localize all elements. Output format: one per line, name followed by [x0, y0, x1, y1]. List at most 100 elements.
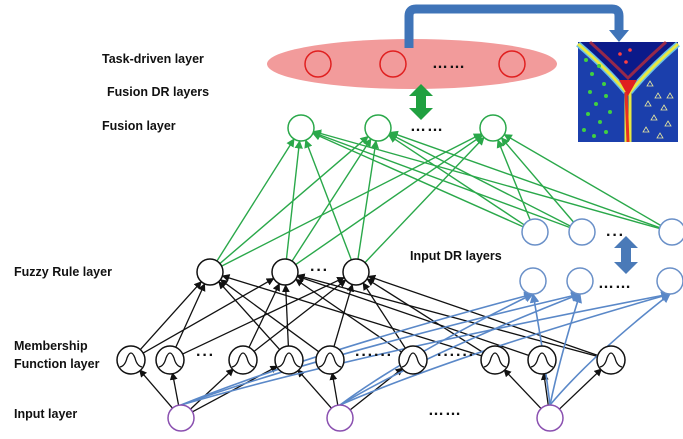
black-edge: [282, 284, 290, 348]
input-dr-double-arrow-icon: [614, 236, 638, 274]
task-node: [304, 50, 332, 78]
bell-curve-icon: [599, 352, 623, 368]
black-edges: [138, 273, 603, 413]
membership-function-nodes: [116, 345, 626, 375]
black-edge: [181, 276, 345, 356]
black-edge: [333, 283, 355, 348]
heatmap-triangle-point: [656, 132, 664, 139]
heatmap-triangle-point: [666, 92, 674, 99]
bell-curve-icon: [318, 352, 342, 368]
fuzzy-rule-layer-label: Fuzzy Rule layer: [14, 265, 112, 279]
green-edge: [496, 139, 531, 221]
green-edge: [388, 134, 525, 226]
heatmap-red-point: [618, 52, 622, 56]
green-edge: [221, 133, 483, 267]
fusion-node: [479, 114, 507, 142]
membership-node: [527, 345, 557, 375]
input-dr-node: [658, 218, 683, 246]
membership-ellipsis-1: ···: [196, 347, 215, 364]
membership-node: [228, 345, 258, 375]
fusion-node: [364, 114, 392, 142]
black-edge: [296, 274, 530, 357]
blue-edge: [549, 293, 582, 406]
black-edge: [296, 273, 599, 358]
fuzzy-rule-node: [271, 258, 299, 286]
black-edge: [503, 368, 542, 410]
membership-ellipsis-2: ······: [355, 347, 393, 364]
fusion-layer-ellipsis: ……: [410, 118, 444, 135]
heatmap-green-point: [586, 112, 590, 116]
heatmap-green-point: [602, 82, 606, 86]
input-dr-node: [519, 267, 547, 295]
heatmap-green-point: [592, 134, 596, 138]
input-dr-node: [656, 267, 683, 295]
black-edge: [169, 372, 180, 406]
black-edge: [248, 283, 280, 349]
input-dr-layers-label: Input DR layers: [410, 249, 502, 263]
black-edge: [219, 279, 320, 353]
membership-node: [398, 345, 428, 375]
heatmap-green-point: [582, 128, 586, 132]
black-edge: [367, 274, 599, 357]
green-edge: [312, 132, 524, 228]
black-edge: [558, 368, 603, 410]
input-layer-ellipsis: ……: [428, 402, 462, 419]
heatmap-green-point: [590, 72, 594, 76]
bell-curve-icon: [231, 352, 255, 368]
blue-edge: [180, 290, 671, 406]
membership-node: [596, 345, 626, 375]
fusion-node: [287, 114, 315, 142]
membership-node: [480, 345, 510, 375]
heatmap-triangle-point: [646, 80, 654, 87]
heatmap-green-point: [588, 90, 592, 94]
membership-node: [116, 345, 146, 375]
fusion-dr-layers-label: Fusion DR layers: [107, 85, 209, 99]
blue-edges: [180, 290, 671, 406]
task-driven-nodes: [304, 50, 526, 78]
input-layer-label: Input layer: [14, 407, 77, 421]
input-dr-nodes: [519, 218, 683, 295]
heatmap-triangle-point: [660, 104, 668, 111]
green-edge: [503, 133, 662, 227]
fusion-dr-double-arrow-icon: [409, 84, 433, 120]
bell-curve-icon: [158, 352, 182, 368]
fuzzy-rule-nodes: [196, 258, 370, 286]
black-edge: [297, 369, 332, 409]
bell-curve-icon: [119, 352, 143, 368]
black-edge: [190, 368, 235, 410]
heatmap-green-point: [594, 102, 598, 106]
fusion-layer-label: Fusion layer: [102, 119, 176, 133]
heatmap-green-point: [604, 130, 608, 134]
membership-node: [274, 345, 304, 375]
black-edge: [218, 281, 281, 351]
black-edge: [362, 282, 407, 350]
black-edge: [366, 278, 485, 354]
task-driven-layer-label: Task-driven layer: [102, 52, 204, 66]
bell-curve-icon: [483, 352, 507, 368]
black-edge: [174, 283, 206, 349]
heatmap-green-point: [604, 94, 608, 98]
black-edge: [329, 372, 339, 406]
green-edge: [500, 137, 575, 223]
black-edge: [138, 369, 174, 409]
fusion-nodes: [287, 114, 507, 142]
heatmap-red-point: [628, 48, 632, 52]
task-node: [379, 50, 407, 78]
heatmap-green-point: [598, 120, 602, 124]
input-node: [326, 404, 354, 432]
green-edge: [304, 139, 353, 261]
heatmap-points: [582, 48, 674, 139]
heatmap-triangle-point: [644, 100, 652, 107]
membership-node: [155, 345, 185, 375]
heatmap-green-point: [597, 64, 601, 68]
green-edge: [389, 130, 660, 229]
black-edge: [139, 281, 202, 351]
bell-curve-icon: [530, 352, 554, 368]
green-edge: [291, 138, 372, 262]
input-dr-bottom-ellipsis: ……: [598, 275, 632, 292]
heatmap-green-point: [584, 58, 588, 62]
black-edge: [141, 277, 275, 355]
green-edge: [364, 136, 485, 264]
membership-node: [315, 345, 345, 375]
